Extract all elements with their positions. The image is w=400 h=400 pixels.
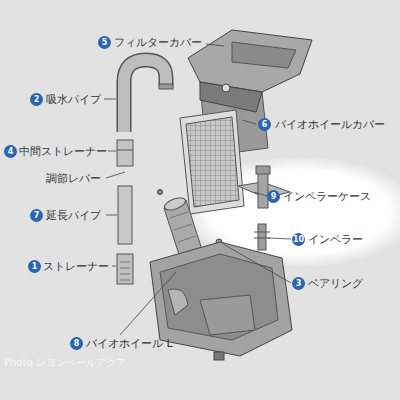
part-label: 中間ストレーナー xyxy=(19,145,107,158)
part-label: 調節レバー xyxy=(46,172,101,185)
callout-number: 3 xyxy=(292,277,305,290)
part-label: 延長パイプ xyxy=(46,209,101,222)
callout-number: 9 xyxy=(267,190,280,203)
watermark: Photo レヨンベールアクア xyxy=(4,356,126,369)
callout-number: 10 xyxy=(292,233,305,246)
part-label: 吸水パイプ xyxy=(46,93,101,106)
callout-number: 8 xyxy=(70,337,83,350)
part-label: ベアリング xyxy=(308,277,363,290)
part-label: インペラーケース xyxy=(283,190,371,203)
callout-number: 6 xyxy=(258,118,271,131)
callout-number: 5 xyxy=(98,36,111,49)
callout-number: 1 xyxy=(28,260,41,273)
callout-number: 2 xyxy=(30,93,43,106)
part-label: インペラー xyxy=(308,233,363,246)
part-label: バイオホイール L xyxy=(86,337,173,350)
callout-number: 4 xyxy=(4,145,17,158)
callout-number: 7 xyxy=(30,209,43,222)
part-label: ストレーナー xyxy=(43,260,109,273)
part-label: バイオホイールカバー xyxy=(275,118,385,131)
part-label: フィルターカバー xyxy=(114,36,202,49)
